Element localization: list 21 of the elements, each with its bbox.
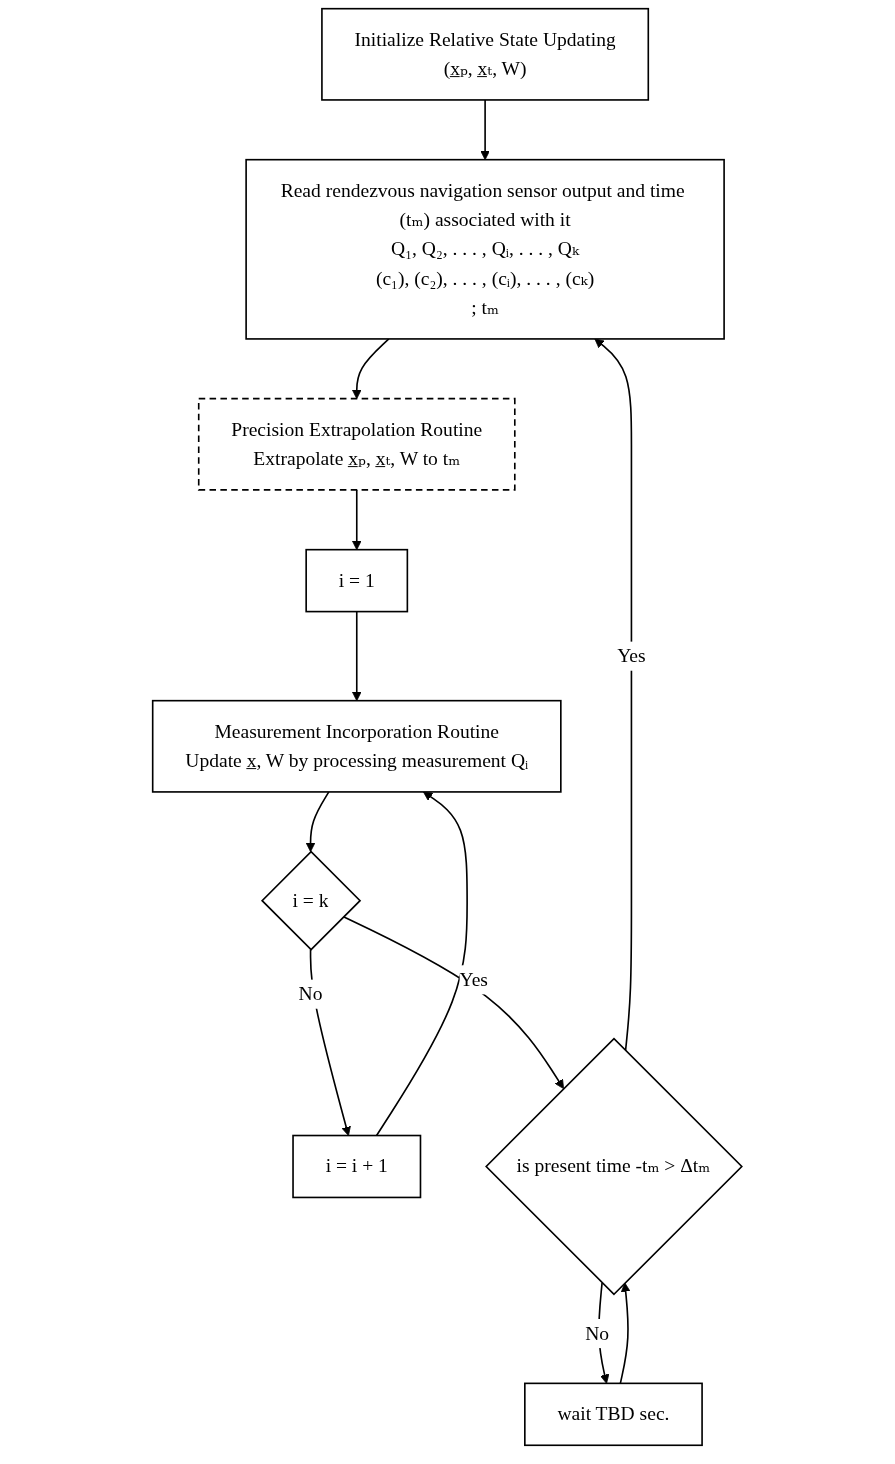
- node-diamond: is present time -tₘ > Δtₘ: [485, 1037, 744, 1296]
- arrow: [480, 99, 491, 161]
- arrow: [594, 338, 633, 1052]
- edge-label: No: [298, 982, 323, 1005]
- arrow: [306, 791, 330, 853]
- node-box: Measurement Incorporation Routine Update x̲, W by processing measurement Qᵢ: [152, 699, 562, 793]
- arrow: [342, 915, 565, 1089]
- node-box: Initialize Relative State Updating (x̲ₚ, x̲ₜ, W): [321, 7, 650, 101]
- node-box: i = i + 1: [292, 1134, 422, 1199]
- node-box: Read rendezvous navigation sensor output and time (tₘ) associated with it Q₁, Q₂, . . . , Qᵢ, . . . , Qₖ (c₁), (c₂), . . . , (cᵢ), . . . , (cₖ) ; tₘ: [245, 158, 726, 340]
- node-box: i = 1: [305, 548, 409, 613]
- edge-label: Yes: [617, 644, 646, 667]
- arrow: [352, 610, 362, 702]
- node-box: Precision Extrapolation Routine Extrapolate x̲ₚ, x̲ₜ, W to tₘ: [198, 397, 516, 491]
- node-diamond: i = k: [261, 850, 362, 951]
- edge-label: Yes: [459, 968, 489, 991]
- arrow: [352, 338, 390, 400]
- arrow: [376, 791, 469, 1137]
- node-box: wait TBD sec.: [524, 1382, 704, 1447]
- edge-label: No: [585, 1322, 610, 1344]
- arrow: [352, 489, 362, 551]
